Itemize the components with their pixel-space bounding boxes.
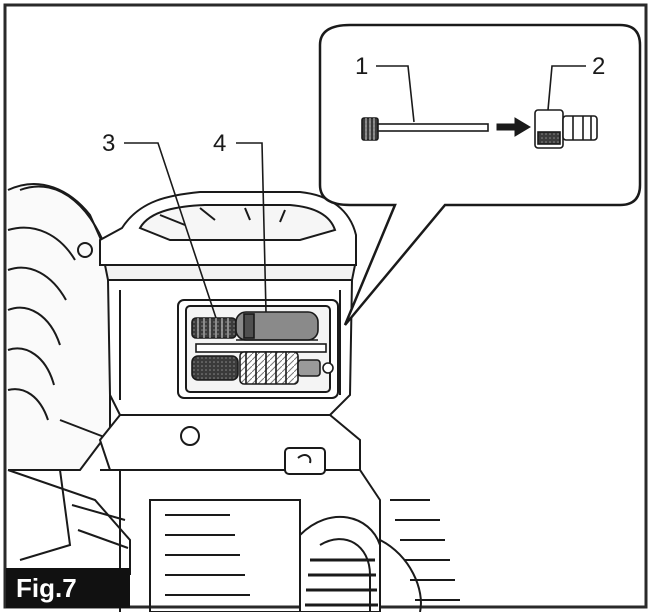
tool-rear-body [7,183,131,575]
leader-lines [124,65,586,319]
tool-grille [149,499,460,612]
callout-number-3: 3 [102,130,115,157]
tool-hose [299,516,422,612]
callout-balloon [318,23,642,326]
figure-label-box [6,568,130,608]
worn-carbon-brush [361,117,489,141]
replace-arrow-icon [496,117,531,137]
callout-number-1: 1 [355,53,368,80]
new-carbon-brush [534,109,598,149]
tool-mechanism [191,311,334,385]
figure-label: Fig.7 [16,573,77,603]
callout-number-4: 4 [213,130,226,157]
callout-number-2: 2 [592,53,605,80]
